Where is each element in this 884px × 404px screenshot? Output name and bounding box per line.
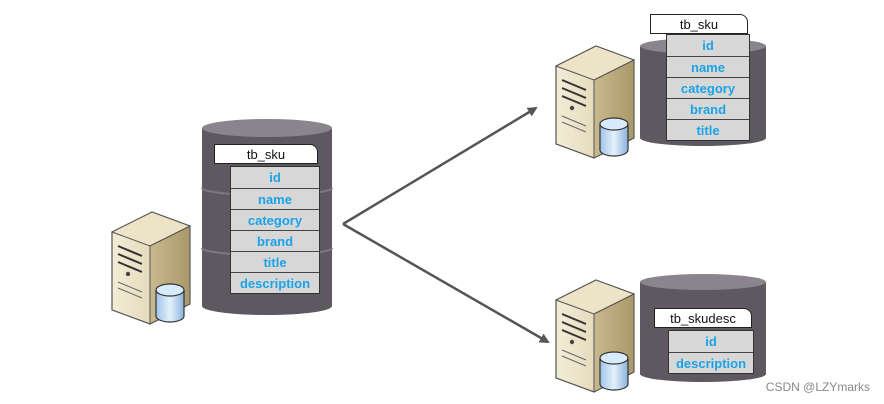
server-icon [555,279,635,393]
table-title: tb_skudesc [654,308,752,328]
watermark: CSDN @LZYmarks [765,380,870,394]
column-cell: title [231,251,319,272]
split-arrows [342,106,550,344]
table-title: tb_sku [214,144,318,164]
arrow-icon [342,222,550,344]
column-cell: id [269,170,281,185]
column-cell: category [231,209,319,230]
column-cell: description [669,352,753,373]
column-cell: brand [667,98,749,119]
table-title: tb_sku [650,14,748,34]
column-cell: id [705,334,717,349]
server-icon [555,45,635,159]
column-cell: name [667,56,749,77]
column-list: id description [668,330,754,374]
column-cell: id [702,38,714,53]
column-cell: category [667,77,749,98]
column-cell: description [231,272,319,293]
arrow-icon [342,106,538,226]
column-cell: name [231,188,319,209]
server-icon [111,211,191,325]
column-cell: title [667,119,749,140]
column-cell: brand [231,230,319,251]
